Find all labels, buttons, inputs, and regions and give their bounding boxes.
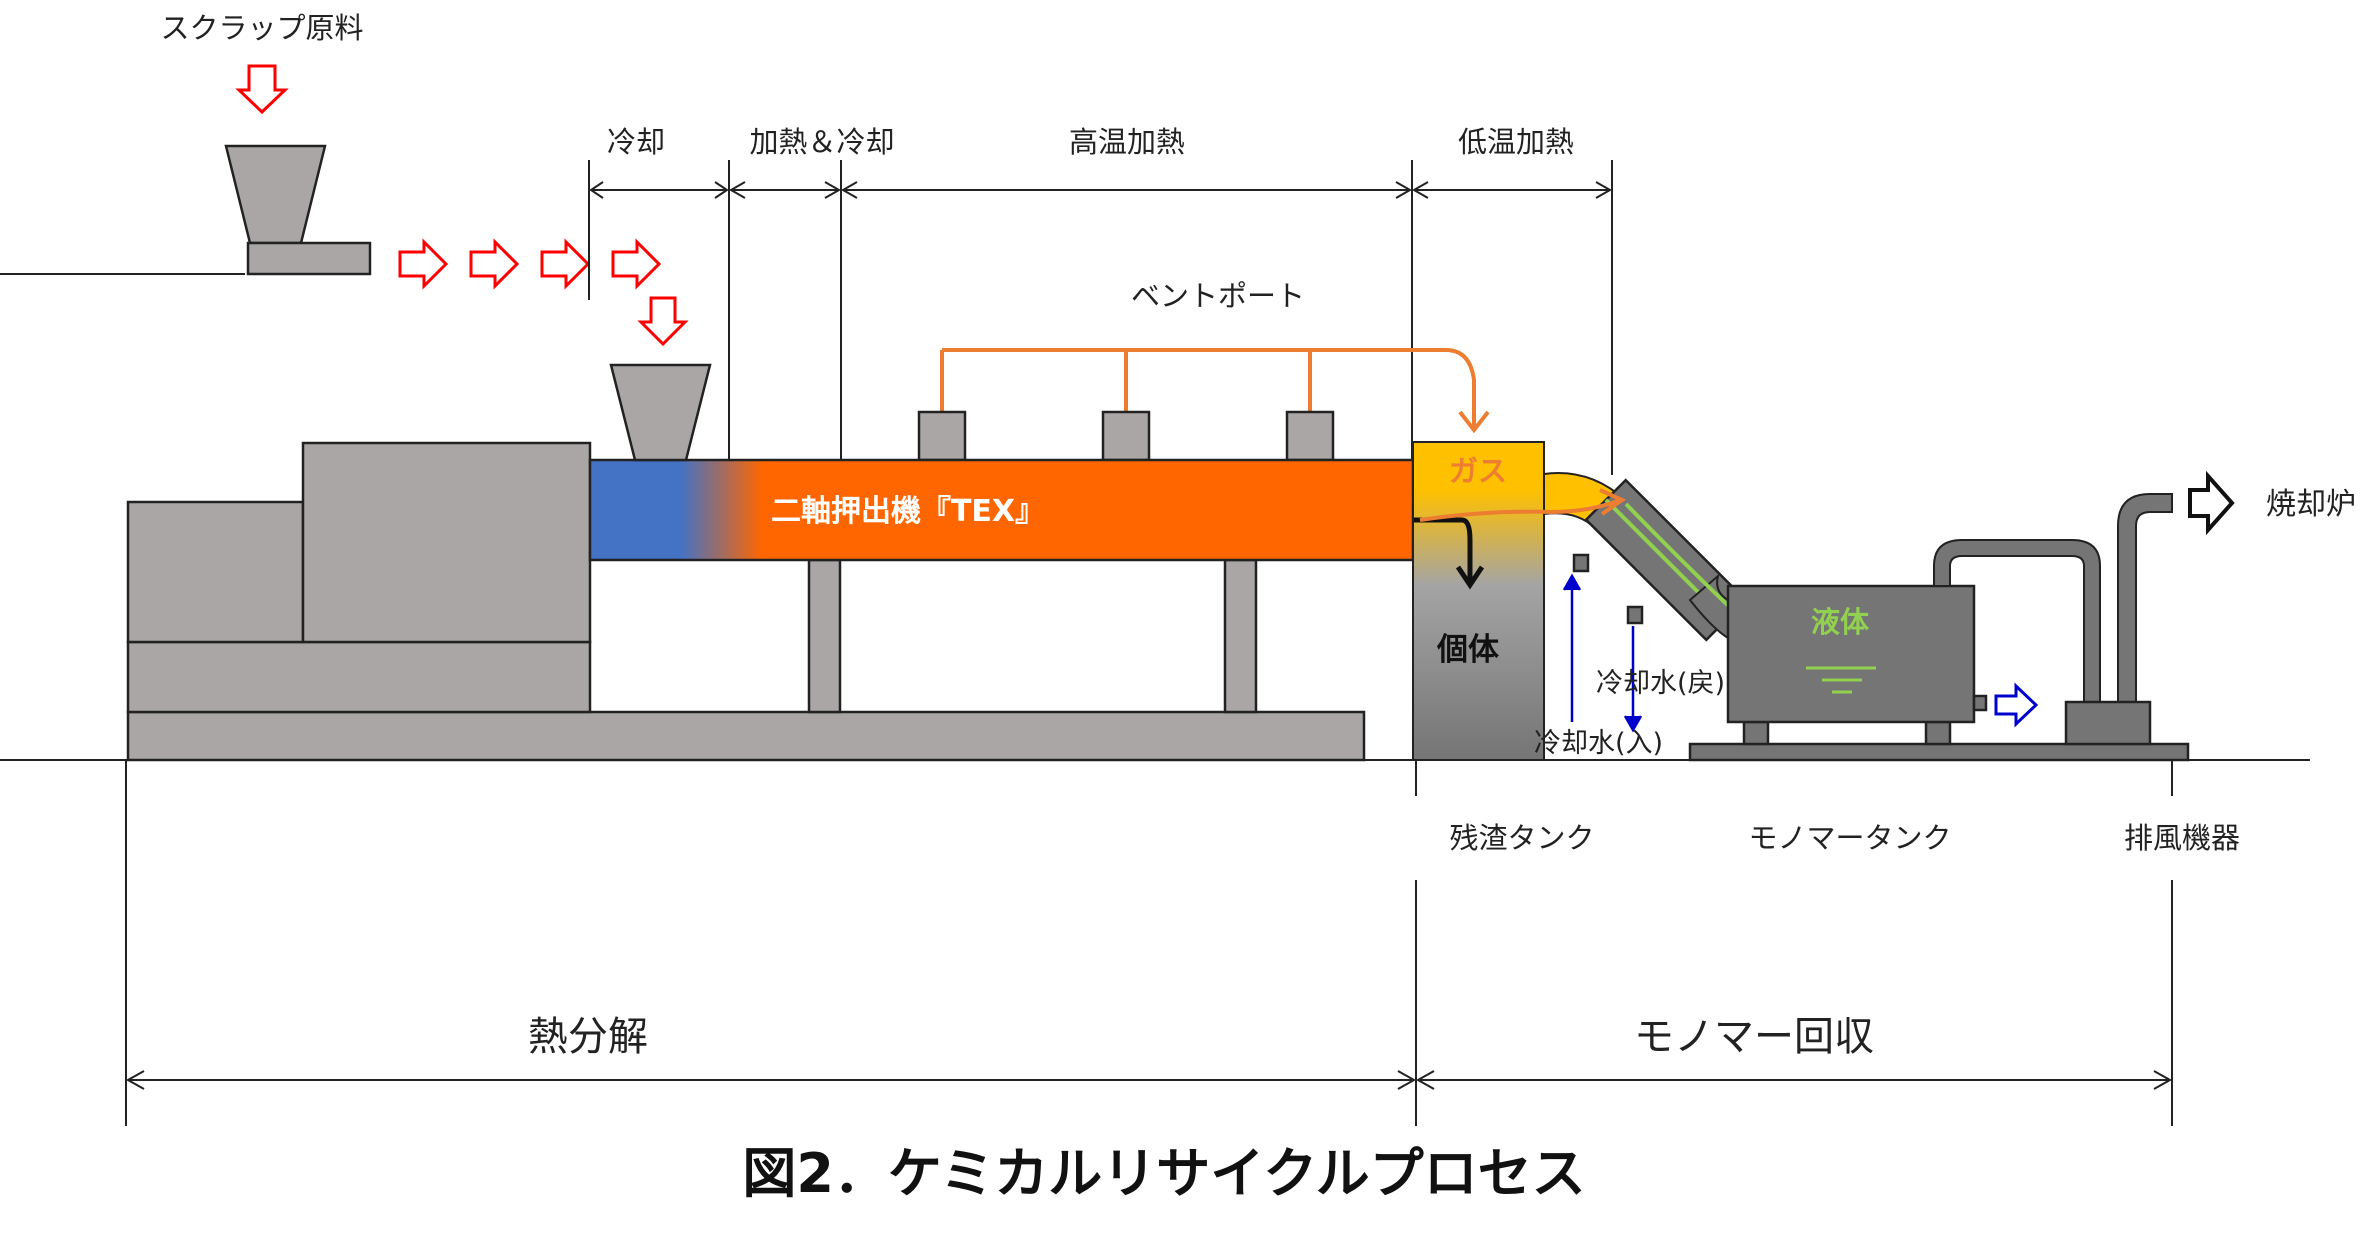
zone-label-heat-cool: 加熱＆冷却 bbox=[749, 125, 894, 159]
outflow-arrow-icon bbox=[1994, 682, 2039, 728]
condenser-port bbox=[1572, 553, 1590, 573]
tank-leg bbox=[1924, 720, 1952, 746]
barrel-support bbox=[1223, 558, 1258, 714]
vent-port bbox=[917, 410, 967, 462]
tank-leg bbox=[1742, 720, 1770, 746]
monomer-recovery-label: モノマー回収 bbox=[1634, 1014, 1874, 1060]
motor-block bbox=[126, 500, 305, 644]
vent-port bbox=[1285, 410, 1335, 462]
coolant-in-label: 冷却水(入) bbox=[1534, 728, 1663, 759]
residue-tank bbox=[1412, 441, 1545, 761]
barrel-support bbox=[807, 558, 842, 714]
condenser-port bbox=[1626, 605, 1644, 625]
phase-markers bbox=[125, 760, 2173, 1126]
scrap-feed-arrow bbox=[235, 64, 289, 115]
figure-title: 図2．ケミカルリサイクルプロセス bbox=[742, 1142, 1585, 1205]
scrap-label: スクラップ原料 bbox=[160, 11, 363, 45]
pyrolysis-label: 熱分解 bbox=[528, 1014, 648, 1060]
chimney-pipe bbox=[2117, 493, 2173, 713]
incinerator-arrow-icon bbox=[2188, 470, 2235, 536]
gas-label: ガス bbox=[1449, 454, 1507, 488]
solid-flow-arrow bbox=[1414, 517, 1473, 582]
exhaust-fan bbox=[2064, 700, 2152, 746]
incinerator-label: 焼却炉 bbox=[2266, 487, 2356, 522]
vent-port-label: ベントポート bbox=[1131, 279, 1305, 313]
gas-flow-arrowhead bbox=[1599, 488, 1627, 516]
zone-label-cooling: 冷却 bbox=[607, 125, 665, 159]
gas-flow-arrow bbox=[1419, 498, 1621, 522]
vent-port bbox=[1101, 410, 1151, 462]
extruder-hopper bbox=[609, 363, 712, 462]
zone-markers bbox=[588, 160, 1613, 475]
monomer-tank bbox=[1726, 584, 1976, 724]
extruder-base bbox=[126, 710, 1366, 762]
exhaust-label: 排風機器 bbox=[2124, 821, 2240, 855]
solid-label: 個体 bbox=[1436, 632, 1499, 668]
arrow-right-icon bbox=[540, 238, 591, 290]
gearbox-block bbox=[301, 441, 592, 644]
scrap-feeder-base bbox=[246, 241, 372, 276]
arrow-right-icon bbox=[398, 238, 449, 290]
liquid-label: 液体 bbox=[1811, 605, 1870, 639]
coolant-in-arrowhead bbox=[1562, 573, 1582, 591]
scrap-hopper bbox=[224, 144, 327, 245]
coolant-return-label: 冷却水(戻) bbox=[1596, 668, 1725, 699]
tank-outlet-port bbox=[1972, 694, 1988, 712]
coolant-return-arrowhead bbox=[1623, 715, 1643, 733]
vent-line bbox=[940, 348, 1490, 434]
residue-tank-label: 残渣タンク bbox=[1449, 821, 1594, 855]
monomer-tank-base bbox=[1688, 742, 2190, 762]
extruder-label: 二軸押出機『TEX』 bbox=[771, 494, 1045, 529]
arrow-right-icon bbox=[469, 238, 520, 290]
zone-label-high-temp: 高温加熱 bbox=[1069, 125, 1185, 159]
conveyance-arrows bbox=[398, 238, 689, 347]
arrow-down-icon bbox=[637, 296, 689, 347]
monomer-tank-label: モノマータンク bbox=[1748, 821, 1951, 855]
drive-lower-block bbox=[126, 640, 592, 714]
zone-label-low-temp: 低温加熱 bbox=[1458, 125, 1574, 159]
solid-flow-arrowhead bbox=[1455, 565, 1485, 590]
arrow-right-icon bbox=[611, 238, 662, 290]
